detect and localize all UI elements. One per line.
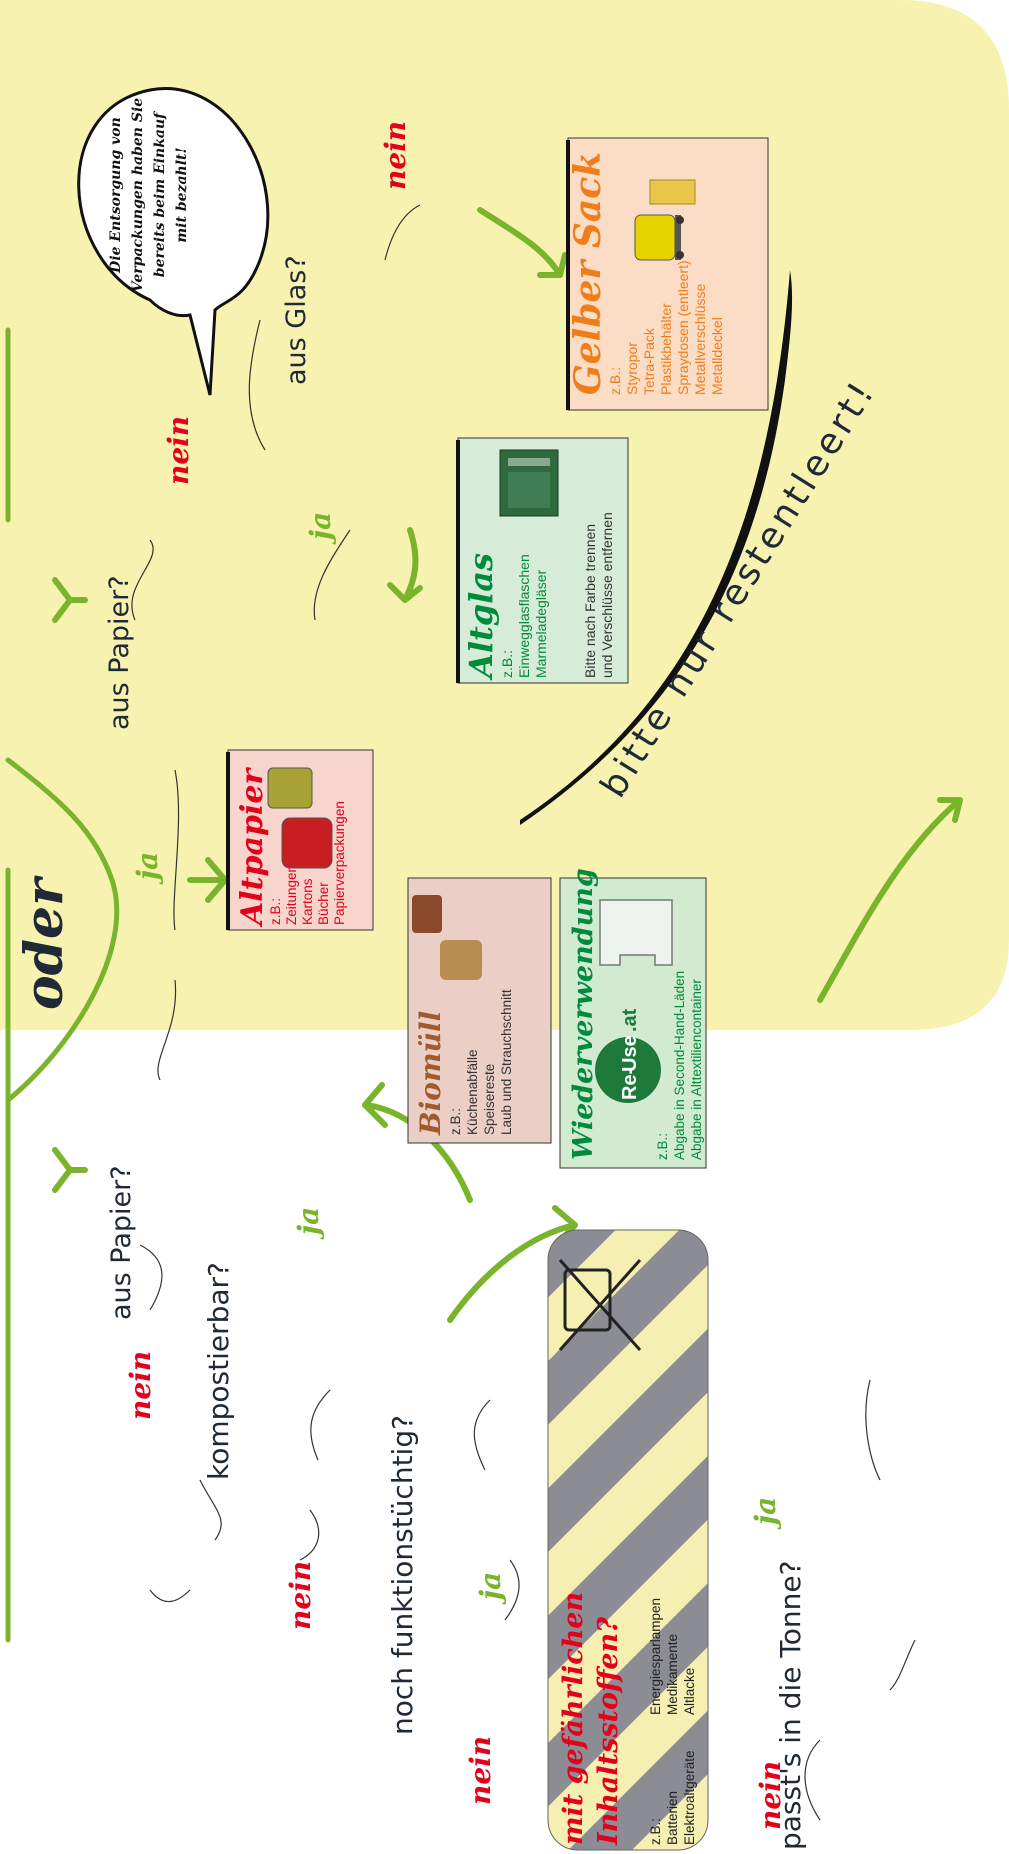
svg-text:z.B.:: z.B.: [607,367,623,395]
svg-text:z.B.:: z.B.: [448,1108,463,1135]
svg-text:nein: nein [379,121,412,190]
svg-text:Metalldeckel: Metalldeckel [709,317,725,395]
svg-text:und Verschlüsse entfernen: und Verschlüsse entfernen [599,512,615,678]
gelber-sack-title: Gelber Sack [567,152,609,395]
box-altpapier: Altpapier z.B.: Zeitungen Kartons Bücher… [226,749,374,931]
svg-text:Küchenabfälle: Küchenabfälle [465,1049,480,1135]
svg-text:Einwegglasflaschen: Einwegglasflaschen [516,554,532,678]
wiederverwendung-title: Wiederverwendung [568,868,599,1160]
svg-text:Use: Use [619,1035,641,1072]
reuse-logo: Re- Use .at [595,1008,661,1103]
svg-text:Batterien: Batterien [665,1791,680,1845]
altglas-title: Altglas [462,553,500,681]
svg-text:Styropor: Styropor [624,342,640,395]
glass-container-icon [499,449,559,517]
crossed-bin-icon [558,1259,642,1351]
svg-text:Verpackungen haben Sie: Verpackungen haben Sie [130,98,146,292]
svg-text:Papierverpackungen: Papierverpackungen [332,801,347,925]
tshirt-icon [599,899,673,966]
connector-lines [131,204,916,1831]
svg-text:Metallverschlüsse: Metallverschlüsse [692,284,708,395]
svg-text:.at: .at [619,1008,641,1032]
question-aus-glas: aus Glas? [281,255,312,385]
box-gefaehrlich: mit gefährlichen Inhaltsstoffen? z.B.: B… [547,1229,709,1851]
oder-label: oder [14,875,75,1010]
svg-text:bereits beim Einkauf: bereits beim Einkauf [152,110,168,277]
question-passt-tonne: passt's in die Tonne? [774,1561,807,1850]
question-kompostierbar: kompostierbar? [202,1262,235,1480]
svg-text:z.B.:: z.B.: [268,898,283,925]
box-altglas: Altglas z.B.: Einwegglasflaschen Marmela… [456,437,629,684]
question-aus-papier-right: aus Papier? [104,575,135,730]
svg-text:Elektroaltgeräte: Elektroaltgeräte [682,1750,697,1845]
box-biomuell: Biomüll z.B.: Küchenabfälle Speisereste … [407,877,552,1144]
svg-text:nein: nein [284,1561,317,1630]
box-gelber-sack: Gelber Sack z.B.: Styropor Tetra-Pack Pl… [566,137,769,411]
question-aus-papier-left: aus Papier? [106,1165,137,1320]
altpapier-title: Altpapier [235,767,270,928]
biomuell-title: Biomüll [414,1011,447,1136]
svg-text:nein: nein [162,416,195,485]
svg-text:Laub und Strauchschnitt: Laub und Strauchschnitt [499,989,514,1135]
svg-text:nein: nein [124,1351,157,1420]
svg-text:Abgabe in Alttextiliencontaine: Abgabe in Alttextiliencontainer [689,979,704,1160]
svg-text:Altlacke: Altlacke [682,1668,697,1715]
svg-text:Bitte nach Farbe trennen: Bitte nach Farbe trennen [582,524,598,678]
swoosh-decoration [520,270,793,825]
svg-text:mit bezahlt!: mit bezahlt! [174,147,190,242]
svg-text:Die Entsorgung von: Die Entsorgung von [108,117,124,274]
svg-text:Re-: Re- [619,1068,641,1100]
svg-text:Energiesparlampen: Energiesparlampen [648,1598,663,1715]
svg-text:z.B.:: z.B.: [499,650,515,678]
nein-labels: nein nein nein nein nein nein [124,121,787,1830]
box-wiederverwendung: Wiederverwendung Re- Use .at z.B.: Abgab… [559,868,707,1169]
gefaehrlich-title-2: Inhaltsstoffen? [593,1616,624,1846]
oder-bracket [5,327,120,1643]
bio-bin-icon [412,895,482,980]
svg-text:Spraydosen (entleert): Spraydosen (entleert) [675,260,691,395]
svg-text:Tetra-Pack: Tetra-Pack [641,327,657,395]
svg-text:z.B.:: z.B.: [648,1818,663,1845]
svg-text:Zeitungen: Zeitungen [284,865,299,925]
svg-text:Bücher: Bücher [316,882,331,925]
svg-text:nein: nein [464,1736,497,1805]
yellow-bin-icon [634,179,696,261]
svg-text:ja: ja [474,1572,507,1605]
svg-text:nein: nein [754,1761,787,1830]
svg-text:Medikamente: Medikamente [665,1634,680,1715]
svg-text:ja: ja [131,852,164,885]
question-funktionstuechtig: noch funktionstüchtig? [386,1415,419,1735]
paper-bin-icon [267,767,333,869]
ja-labels: ja ja ja ja ja [131,512,782,1605]
svg-text:Speisereste: Speisereste [482,1064,497,1135]
svg-text:ja: ja [292,1207,325,1240]
svg-text:Kartons: Kartons [300,878,315,925]
svg-text:ja: ja [304,512,337,545]
speech-bubble: Die Entsorgung von Verpackungen haben Si… [77,87,270,396]
svg-text:Plastikbehälter: Plastikbehälter [658,303,674,395]
svg-text:Marmeladegläser: Marmeladegläser [533,570,549,678]
gefaehrlich-title-1: mit gefährlichen [558,1592,589,1845]
svg-text:z.B.:: z.B.: [655,1133,670,1160]
svg-text:ja: ja [749,1497,782,1530]
svg-text:Abgabe in Second-Hand-Läden: Abgabe in Second-Hand-Läden [672,971,687,1160]
